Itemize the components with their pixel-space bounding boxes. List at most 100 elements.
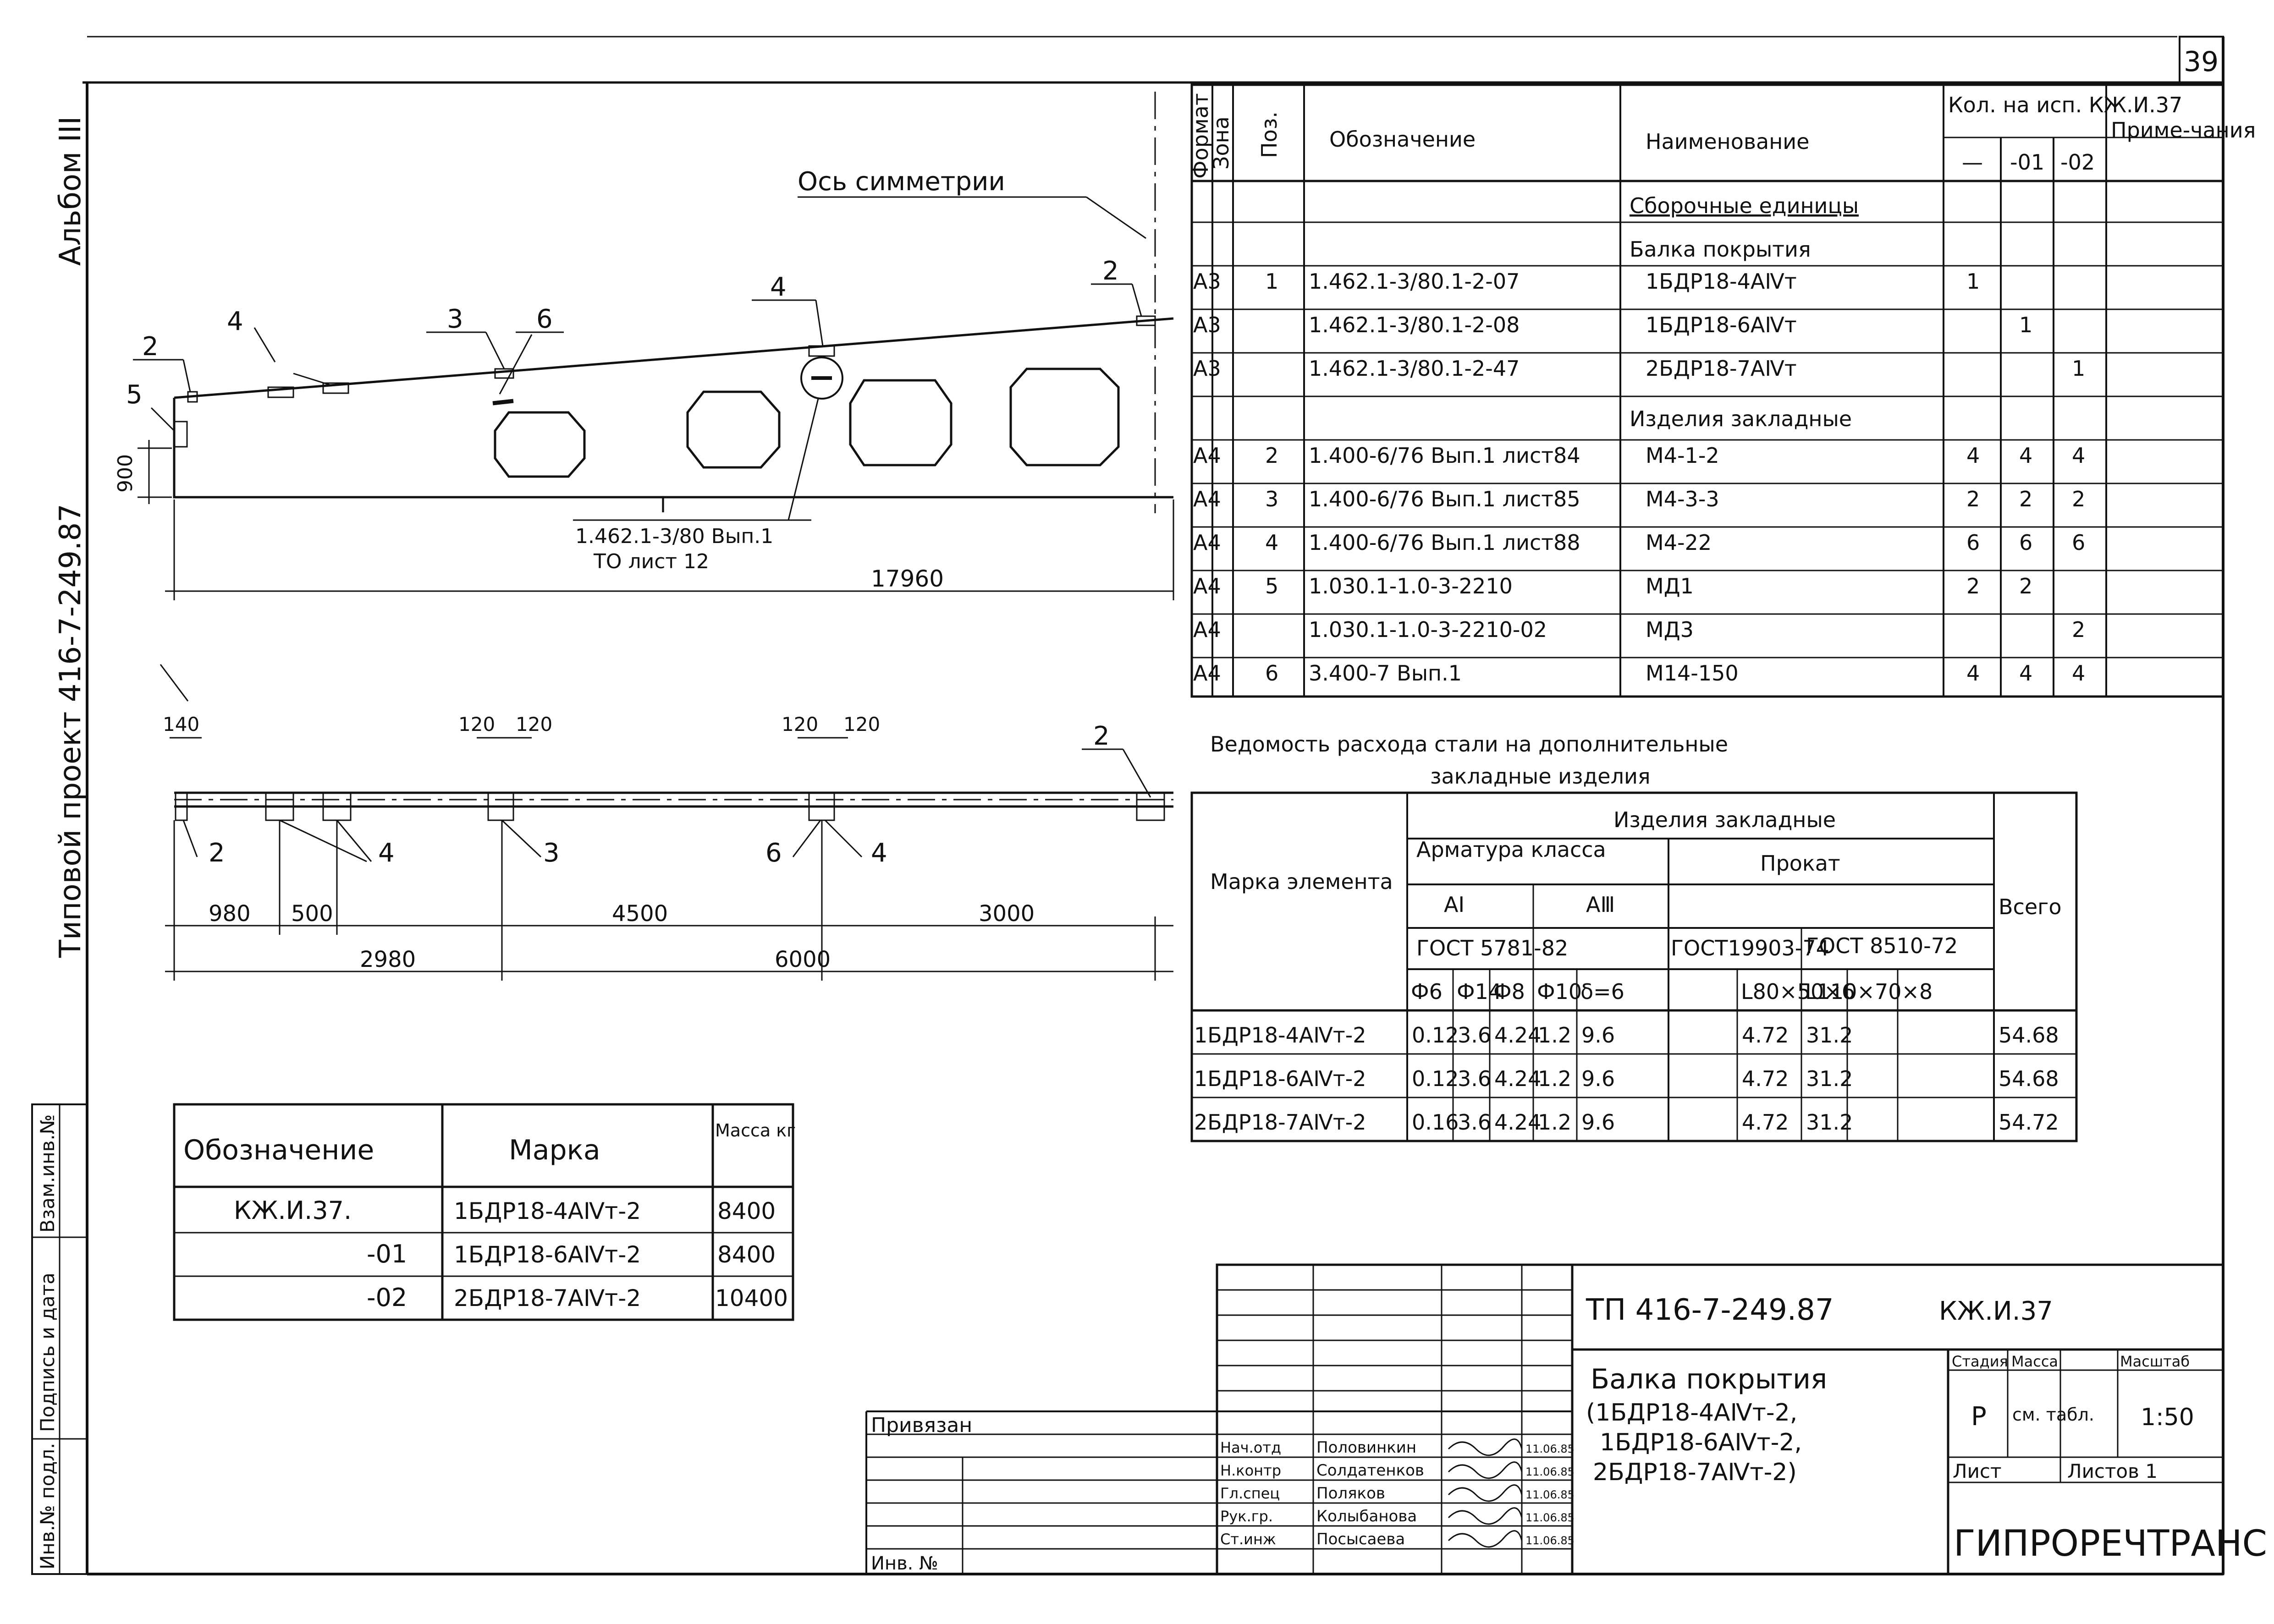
- signatory-role: Нач.отд: [1220, 1439, 1281, 1456]
- spec-cell-name: 1БДР18-6АⅣт: [1646, 313, 1797, 337]
- plan-pos-label: 3: [543, 838, 560, 868]
- steel-row-total: 54.68: [1999, 1023, 2059, 1048]
- spec-cell-qty: 4: [1966, 443, 1980, 468]
- pos-label: 4: [770, 272, 787, 302]
- spec-cell-qty: 4: [2072, 443, 2085, 468]
- doc-code-2: КЖ.И.37: [1939, 1296, 2053, 1326]
- stage-value: Р: [1971, 1402, 1987, 1432]
- col-name: Наименование: [1646, 129, 1809, 154]
- steel-row-total: 54.72: [1999, 1110, 2059, 1135]
- pos-label: 2: [1102, 256, 1119, 286]
- signatory-name: Солдатенков: [1316, 1461, 1424, 1480]
- org-name: ГИПРОРЕЧТРАНС: [1954, 1523, 2267, 1564]
- mass-row-mark: 1БДР18-6АⅣт-2: [454, 1241, 641, 1268]
- steel-row-value: 4.24: [1494, 1023, 1541, 1048]
- steel-row-value: 9.6: [1581, 1066, 1615, 1091]
- steel-h-element: Марка элемента: [1210, 869, 1393, 894]
- mass-table: Обозначение Марка Масса кг КЖ.И.37. 1БДР…: [173, 1103, 796, 1321]
- steel-col-header: Ф6: [1411, 979, 1443, 1004]
- plan-dim: 6000: [775, 947, 831, 972]
- callout-note-2: ТО лист 12: [593, 550, 709, 573]
- side-labels: Альбом III Типовой проект 416-7-249.87 В…: [31, 116, 88, 1575]
- plan-pos-label: 2: [209, 838, 225, 868]
- signatory-role: Рук.гр.: [1220, 1508, 1273, 1525]
- plan-dim: 980: [209, 901, 251, 927]
- signatory-role: Н.контр: [1220, 1462, 1281, 1479]
- section-beam: Балка покрытия: [1630, 237, 1811, 262]
- mass-row-designation: -02: [367, 1283, 407, 1312]
- signatory-role: Ст.инж: [1220, 1531, 1276, 1548]
- steel-row-value: 1.2: [1538, 1066, 1571, 1091]
- title-block: Привязан Инв. № Нач.отд Половинкин 11.06.8…: [865, 1263, 2267, 1575]
- steel-row-value: 1.2: [1538, 1110, 1571, 1135]
- spec-cell-designation: 1.462.1-3/80.1-2-08: [1309, 313, 1520, 337]
- spec-cell-qty: 4: [2072, 661, 2085, 686]
- steel-title-1: Ведомость расхода стали на дополнительны…: [1210, 732, 1728, 757]
- spec-cell-pos: 6: [1265, 661, 1278, 686]
- spec-cell-format: А4: [1193, 530, 1221, 555]
- pos-label: 5: [126, 380, 143, 410]
- spec-cell-qty: 1: [1966, 269, 1980, 294]
- plan-pos-label: 2: [1093, 721, 1110, 751]
- privyazan-label: Привязан: [871, 1414, 972, 1437]
- spec-cell-qty: 6: [2072, 530, 2085, 555]
- project-label: Типовой проект 416-7-249.87: [54, 504, 88, 958]
- spec-cell-designation: 1.030.1-1.0-3-2210: [1309, 574, 1513, 598]
- doc-code: ТП 416-7-249.87: [1586, 1293, 1834, 1327]
- spec-cell-format: А4: [1193, 661, 1221, 686]
- h-scale: Масштаб: [2120, 1353, 2190, 1370]
- signature-rows: Нач.отд Половинкин 11.06.85 Н.контр Солдатен…: [1220, 1438, 1575, 1548]
- axis-label: Ось симметрии: [798, 167, 1005, 197]
- signatory-date: 11.06.85: [1525, 1488, 1575, 1501]
- sheets-label: Листов 1: [2067, 1460, 2158, 1482]
- steel-row-mark: 2БДР18-7АⅣт-2: [1194, 1110, 1366, 1135]
- stamp-inv-podl: Инв.№ подл.: [36, 1443, 59, 1569]
- steel-col-header: δ=6: [1580, 979, 1624, 1004]
- plan-pos-label: 4: [871, 838, 887, 868]
- steel-row-value: 4.24: [1494, 1066, 1541, 1091]
- steel-row-value: 3.6: [1458, 1023, 1491, 1048]
- col-qty: Кол. на исп. КЖ.И.37: [1948, 93, 2182, 117]
- steel-row-value: 31.2: [1806, 1110, 1853, 1135]
- mass-h-mass: Масса кг: [715, 1120, 796, 1141]
- steel-h-aiii: АⅢ: [1586, 892, 1615, 917]
- spec-cell-format: А3: [1193, 356, 1221, 381]
- steel-row-value: 3.6: [1458, 1066, 1491, 1091]
- steel-row-value: 0.16: [1412, 1110, 1459, 1135]
- spec-cell-name: М4-22: [1646, 530, 1712, 555]
- steel-row-total: 54.68: [1999, 1066, 2059, 1091]
- spec-cell-qty: 2: [2019, 574, 2032, 598]
- spec-cell-pos: 1: [1265, 269, 1278, 294]
- signatory-name: Половинкин: [1316, 1438, 1416, 1457]
- spec-cell-name: М4-3-3: [1646, 487, 1719, 511]
- spec-cell-designation: 1.462.1-3/80.1-2-07: [1309, 269, 1520, 294]
- spec-cell-qty: 4: [1966, 661, 1980, 686]
- plan-pos-label: 6: [765, 838, 782, 868]
- steel-h-rolled: Прокат: [1760, 851, 1840, 876]
- beam-elevation: Ось симметрии 4 3 6 4 2 2: [114, 92, 1174, 600]
- signatory-date: 11.06.85: [1525, 1534, 1575, 1547]
- spec-cell-pos: 4: [1265, 530, 1278, 555]
- plan-dim-small: 140: [163, 713, 199, 735]
- spec-cell-qty: 2: [1966, 574, 1980, 598]
- qty-col: -01: [2010, 150, 2044, 175]
- plan-dim-small: 120: [516, 713, 552, 735]
- signatory-role: Гл.спец: [1220, 1485, 1280, 1502]
- callout-note-1: 1.462.1-3/80 Вып.1: [575, 525, 773, 548]
- callout-mark: I: [660, 494, 666, 517]
- inv-no-label: Инв. №: [871, 1553, 938, 1574]
- spec-cell-designation: 1.030.1-1.0-3-2210-02: [1309, 617, 1547, 642]
- steel-h-embedded: Изделия закладные: [1613, 807, 1836, 832]
- pos-label: 4: [227, 307, 243, 336]
- col-designation: Обозначение: [1329, 127, 1476, 152]
- steel-col-header: Ф14: [1457, 979, 1502, 1004]
- mass-row-mark: 2БДР18-7АⅣт-2: [454, 1285, 641, 1311]
- spec-cell-pos: 2: [1265, 443, 1278, 468]
- doc-name-4: 2БДР18-7АⅣт-2): [1593, 1459, 1797, 1486]
- spec-cell-format: А4: [1193, 443, 1221, 468]
- spec-cell-name: 2БДР18-7АⅣт: [1646, 356, 1797, 381]
- spec-cell-name: 1БДР18-4АⅣт: [1646, 269, 1797, 294]
- sheet-number-box: [2179, 36, 2224, 83]
- col-format: Формат: [1188, 93, 1213, 179]
